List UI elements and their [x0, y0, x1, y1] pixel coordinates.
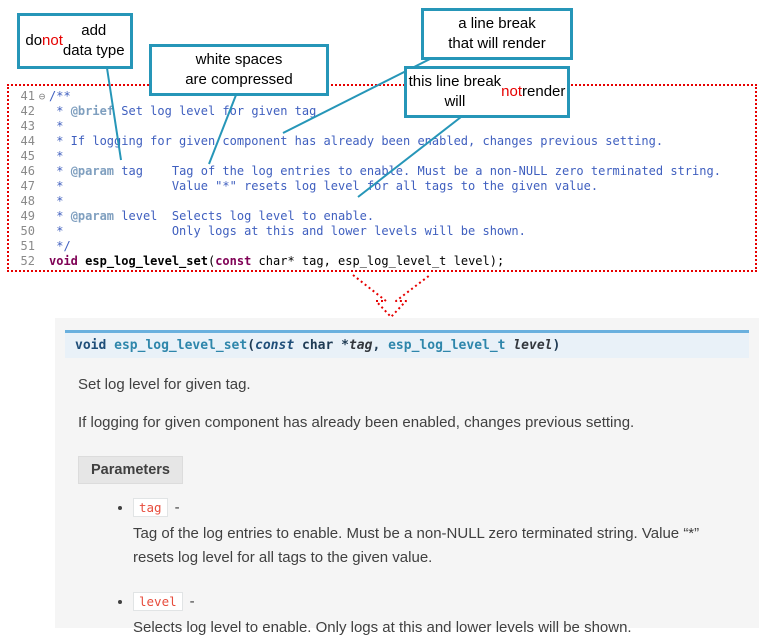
param-head: tag - — [133, 498, 759, 517]
code-line: 44 * If logging for given component has … — [13, 134, 751, 149]
line-number: 43 — [20, 119, 35, 133]
fold-marker-icon — [35, 194, 49, 209]
callout-whitespace-compressed: white spaces are compressed — [149, 44, 329, 96]
param-item-level: level - Selects log level to enable. Onl… — [133, 592, 759, 637]
rendered-docs-panel: void esp_log_level_set(const char *tag, … — [55, 318, 759, 636]
fold-marker-icon — [35, 149, 49, 164]
line-number: 49 — [20, 209, 35, 223]
code-text: * — [49, 194, 64, 208]
param-description: Tag of the log entries to enable. Must b… — [133, 525, 700, 566]
param-name-literal: level — [133, 592, 183, 611]
callout-no-datatype: do not add data type — [17, 13, 133, 69]
code-text: /** — [49, 89, 71, 103]
code-line: 51 */ — [13, 239, 751, 254]
code-editor-snippet: 41⊖/** 42 * @brief Set log level for giv… — [7, 84, 757, 272]
line-number: 44 — [20, 134, 35, 148]
code-text: * If logging for given component has alr… — [49, 134, 664, 148]
function-signature: void esp_log_level_set(const char *tag, … — [65, 330, 749, 358]
line-number: 42 — [20, 104, 35, 118]
brief-text: Set log level for given tag. — [78, 376, 251, 393]
fold-marker-icon — [35, 119, 49, 134]
code-line: 48 * — [13, 194, 751, 209]
fold-marker-icon — [35, 254, 49, 269]
line-number: 45 — [20, 149, 35, 163]
code-line: 46 * @param tag Tag of the log entries t… — [13, 164, 751, 179]
fold-marker-icon — [35, 224, 49, 239]
fold-marker-icon — [35, 134, 49, 149]
line-number: 47 — [20, 179, 35, 193]
code-text: * @brief Set log level for given tag — [49, 104, 317, 118]
line-number: 50 — [20, 224, 35, 238]
fold-marker-icon — [35, 104, 49, 119]
parameters-heading: Parameters — [78, 456, 183, 484]
fold-marker-icon — [35, 164, 49, 179]
code-line: 50 * Only logs at this and lower levels … — [13, 224, 751, 239]
code-line: 42 * @brief Set log level for given tag — [13, 104, 751, 119]
param-dash: - — [189, 593, 195, 610]
code-text: */ — [49, 239, 71, 253]
fold-marker-icon — [35, 209, 49, 224]
code-text: * — [49, 149, 64, 163]
param-description: Selects log level to enable. Only logs a… — [133, 619, 632, 636]
code-text: * — [49, 119, 64, 133]
line-number: 46 — [20, 164, 35, 178]
code-line: 49 * @param level Selects log level to e… — [13, 209, 751, 224]
line-number: 48 — [20, 194, 35, 208]
code-line: 47 * Value "*" resets log level for all … — [13, 179, 751, 194]
param-item-tag: tag - Tag of the log entries to enable. … — [133, 498, 759, 570]
fold-marker-icon — [35, 179, 49, 194]
callout-line-break-not-render: this line break will not render — [404, 66, 570, 118]
code-line: 43 * — [13, 119, 751, 134]
code-text: * @param tag Tag of the log entries to e… — [49, 164, 721, 178]
fold-marker-icon[interactable]: ⊖ — [38, 90, 46, 103]
parameter-list: tag - Tag of the log entries to enable. … — [55, 498, 759, 637]
code-line: 45 * — [13, 149, 751, 164]
code-text: void esp_log_level_set(const char* tag, … — [49, 254, 505, 268]
code-text: * Value "*" resets log level for all tag… — [49, 179, 599, 193]
line-number: 51 — [20, 239, 35, 253]
param-dash: - — [174, 499, 180, 516]
description-text: If logging for given component has alrea… — [78, 414, 635, 431]
line-number: 41 — [20, 89, 35, 103]
fold-marker-icon — [35, 239, 49, 254]
code-text: * @param level Selects log level to enab… — [49, 209, 375, 223]
param-name-literal: tag — [133, 498, 168, 517]
funnel-arrow-icon — [352, 274, 431, 318]
code-text: * Only logs at this and lower levels wil… — [49, 224, 526, 238]
code-line: 52 void esp_log_level_set(const char* tag… — [13, 254, 751, 269]
callout-line-break-renders: a line break that will render — [421, 8, 573, 60]
code-line: 41⊖/** — [13, 89, 751, 104]
line-number: 52 — [20, 254, 35, 268]
param-head: level - — [133, 592, 759, 611]
